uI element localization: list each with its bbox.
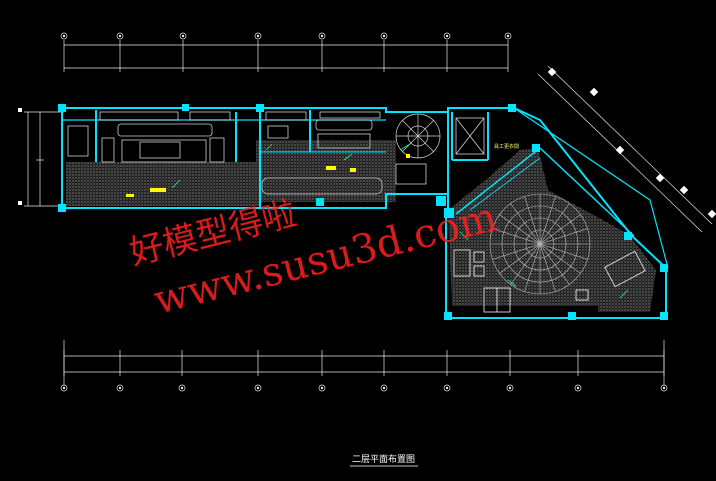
axis-marker bbox=[615, 145, 625, 155]
spiral-stair bbox=[395, 113, 441, 159]
radial-ceiling-fan bbox=[489, 193, 591, 295]
axis-marker bbox=[318, 32, 326, 40]
top-dimension-chain bbox=[63, 40, 509, 72]
axis-marker bbox=[443, 384, 451, 392]
bottom-axis-markers bbox=[60, 384, 668, 392]
room-label-staff-locker: 員工更衣間 bbox=[494, 143, 519, 150]
axis-marker bbox=[254, 384, 262, 392]
axis-marker bbox=[660, 384, 668, 392]
elevator-shaft bbox=[455, 117, 485, 155]
bottom-dimension-chain bbox=[63, 340, 665, 385]
left-dimension-chain bbox=[24, 111, 64, 207]
axis-marker bbox=[655, 173, 665, 183]
yellow-fixtures bbox=[126, 154, 410, 197]
axis-marker bbox=[116, 384, 124, 392]
axis-marker bbox=[380, 384, 388, 392]
axis-marker bbox=[116, 32, 124, 40]
drawing-title: 二层平面布置图 bbox=[352, 453, 415, 465]
axis-marker bbox=[589, 87, 599, 97]
axis-marker bbox=[574, 384, 582, 392]
wall-columns bbox=[58, 104, 668, 320]
axis-marker bbox=[707, 209, 716, 219]
axis-marker bbox=[547, 67, 557, 77]
room-labels: 員工更衣間 bbox=[494, 143, 519, 150]
green-fixtures bbox=[171, 143, 629, 299]
office-furniture bbox=[453, 249, 646, 313]
watermark-url: www.susu3d.com bbox=[149, 194, 501, 324]
axis-marker bbox=[443, 32, 451, 40]
axis-marker bbox=[179, 32, 187, 40]
axis-marker bbox=[318, 384, 326, 392]
axis-marker bbox=[504, 32, 512, 40]
axis-marker bbox=[380, 32, 388, 40]
lounge-furniture bbox=[67, 111, 427, 195]
top-axis-markers bbox=[60, 32, 512, 40]
axis-marker bbox=[506, 384, 514, 392]
axis-marker bbox=[60, 384, 68, 392]
axis-marker bbox=[178, 384, 186, 392]
axis-marker bbox=[679, 185, 689, 195]
left-axis-markers bbox=[18, 108, 22, 205]
axis-marker bbox=[254, 32, 262, 40]
axis-marker bbox=[60, 32, 68, 40]
